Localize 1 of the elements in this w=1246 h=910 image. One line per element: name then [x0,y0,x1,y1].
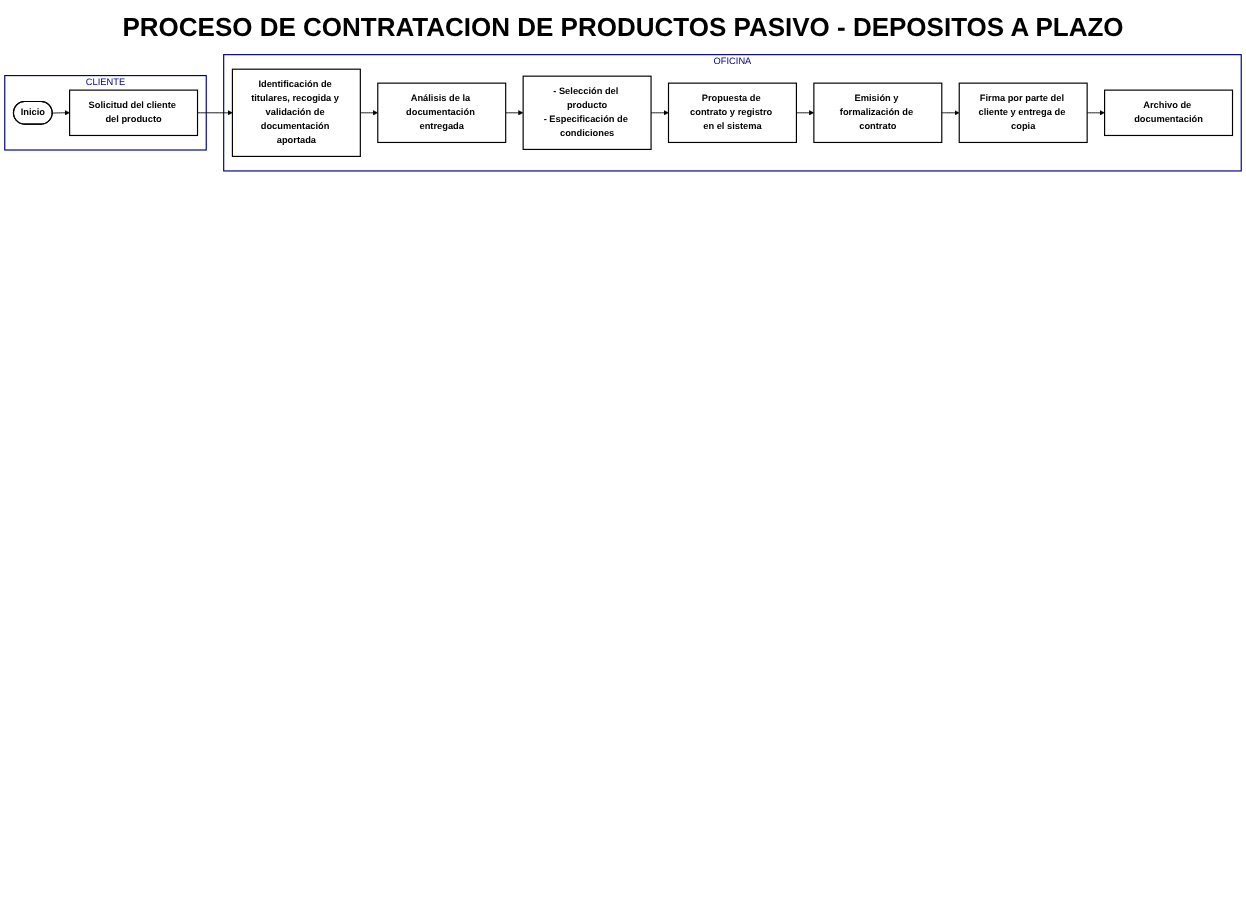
diagram-title: PROCESO DE CONTRATACION DE PRODUCTOS PASIVO - DEPOSITOS A PLAZO [120,12,1126,42]
